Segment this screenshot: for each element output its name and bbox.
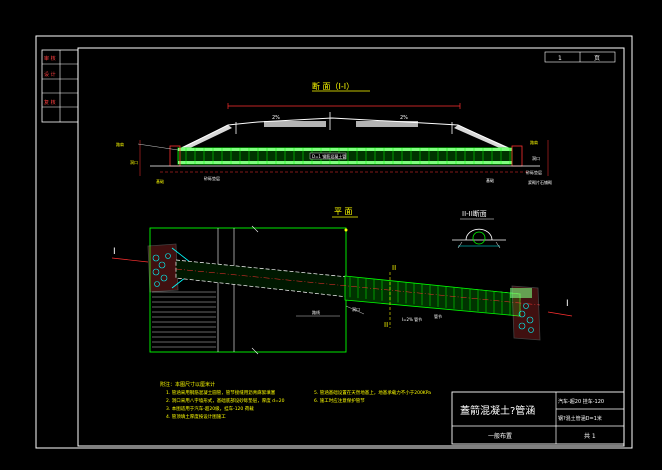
plan-label-pipe1: 洞口 — [352, 306, 360, 312]
page-label: 共 1 — [584, 432, 596, 440]
section-label-left-mid: 洞口 — [130, 159, 138, 165]
plan-view: 平 面 I I II II — [111, 207, 573, 355]
spec-line-2: 钢?混土管涵D=1米 — [558, 415, 602, 422]
section-view: 断 面（I-I） 2% 2% D=1 钢筋混凝土管 — [116, 81, 552, 185]
plan-fill-hatch — [152, 291, 216, 348]
plan-marker-right: I — [566, 299, 569, 309]
section-pipe-label: D=1 钢筋混凝土管 — [312, 153, 346, 159]
detail-title: II-II断面 — [462, 209, 487, 218]
notes-line-1: 1. 管涵采用钢筋混凝土圆管，管节接缝用沥青麻絮填塞 — [166, 389, 276, 396]
plan-pipe-ribs — [349, 277, 511, 315]
stamp-row-1: 审 核 — [44, 55, 56, 62]
section-label-left-top: 路肩 — [116, 141, 124, 147]
left-headwall-stones — [152, 253, 171, 287]
sheet-name: 一般布置 — [488, 432, 512, 440]
section-slope-left: 2% — [272, 115, 280, 121]
page-corner-right: 页 — [594, 55, 600, 62]
plan-label-pipe2: I=2% 管节 — [402, 316, 422, 322]
sheet-inner-frame — [77, 47, 625, 447]
right-headwall-stones — [518, 303, 534, 333]
spec-line-1: 汽车-超20 挂车-120 — [558, 398, 604, 405]
page-corner-box: 1 页 — [544, 51, 616, 63]
notes-heading: 附注：本图尺寸以厘米计 — [160, 381, 215, 388]
notes-side-2: 6. 施工时应注意保护管节 — [314, 397, 365, 404]
title-block: 蓋箭混凝土?管涵 一般布置 汽车-超20 挂车-120 钢?混土管涵D=1米 共… — [451, 391, 625, 445]
plan-marker-mid-bottom: II — [384, 321, 388, 329]
plan-label-pipe3: 管节 — [434, 313, 442, 319]
left-stamp: 审 核 设 计 复 核 — [41, 49, 79, 123]
page-corner-left: 1 — [558, 55, 562, 62]
section-title: 断 面（I-I） — [312, 81, 354, 91]
plan-label-center: 路线 — [312, 309, 320, 315]
drawing-title: 蓋箭混凝土?管涵 — [460, 404, 535, 417]
detail-view: II-II断面 — [452, 209, 506, 249]
section-label-left-base: 砂砾垫层 — [204, 175, 220, 181]
plan-marker-left: I — [113, 247, 116, 257]
plan-marker-mid-top: II — [392, 264, 396, 272]
plan-title: 平 面 — [334, 207, 353, 216]
notes-line-2: 2. 洞口采用八字墙形式，基础底部设砂砾垫层，厚度 d=20 — [166, 397, 285, 404]
stamp-row-2: 设 计 — [44, 71, 56, 78]
section-label-right-mid: 洞口 — [532, 155, 540, 161]
pipe-section-ribs — [185, 148, 511, 164]
notes-side-1: 5. 管涵基础设置在天然地基上，地基承载力不小于200KPa — [314, 389, 431, 396]
notes-block: 附注：本图尺寸以厘米计 1. 管涵采用钢筋混凝土圆管，管节接缝用沥青麻絮填塞 2… — [160, 381, 431, 420]
sheet-outer-frame — [35, 35, 633, 449]
section-slope-right: 2% — [400, 115, 408, 121]
section-label-right-top: 路肩 — [530, 139, 538, 145]
section-label-left-bottom: 基础 — [156, 178, 164, 184]
section-label-right-low2: 砂砾垫层 — [526, 169, 542, 175]
section-label-right-low3: 浆砌片石铺砌 — [528, 179, 552, 185]
notes-line-3: 3. 本图适用于汽车-超20级，挂车-120 荷载 — [166, 405, 254, 412]
stamp-row-3: 复 核 — [44, 99, 56, 106]
notes-line-4: 4. 管顶填土厚度按设计图施工 — [166, 413, 226, 420]
section-label-right-low1: 基础 — [486, 177, 494, 183]
